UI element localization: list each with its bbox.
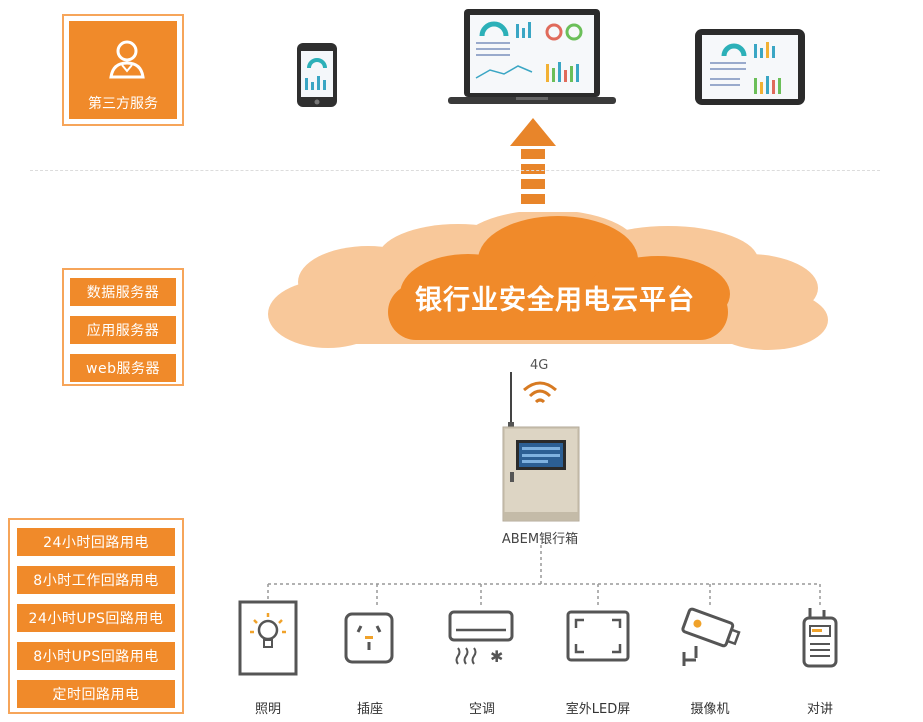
socket-icon: [344, 612, 394, 664]
camera-icon: [681, 607, 741, 666]
network-label: 4G: [530, 358, 549, 373]
third-party-panel: 第三方服务: [62, 14, 184, 126]
device-label-led: 室外LED屏: [565, 702, 631, 717]
svg-text:✱: ✱: [490, 647, 503, 666]
device-label-intercom: 对讲: [806, 702, 833, 717]
server-data: 数据服务器: [70, 278, 176, 306]
device-label-ac: 空调: [468, 702, 495, 717]
up-arrow-icon: [510, 118, 556, 204]
circuit-item: 24小时UPS回路用电: [17, 604, 175, 632]
third-party-label: 第三方服务: [88, 96, 158, 112]
ac-icon: ✱: [448, 610, 514, 666]
device-label-lighting: 照明: [254, 702, 281, 717]
tablet-device: [695, 29, 805, 105]
servers-panel: 数据服务器 应用服务器 web服务器: [62, 268, 184, 386]
circuit-item: 定时回路用电: [17, 680, 175, 708]
device-label-camera: 摄像机: [690, 702, 730, 717]
laptop-device: [448, 9, 616, 104]
circuits-panel: 24小时回路用电 8小时工作回路用电 24小时UPS回路用电 8小时UPS回路用…: [8, 518, 184, 714]
circuit-item: 24小时回路用电: [17, 528, 175, 556]
circuit-item: 8小时工作回路用电: [17, 566, 175, 594]
cloud-shape: [268, 212, 828, 350]
walkie-talkie-icon: [802, 608, 838, 668]
section-divider: [30, 170, 880, 171]
user-icon: [109, 40, 145, 79]
antenna-icon: [508, 372, 514, 430]
led-screen-icon: [566, 610, 630, 662]
wifi-icon: [523, 381, 557, 404]
server-app: 应用服务器: [70, 316, 176, 344]
device-label-socket: 插座: [356, 702, 383, 717]
bulb-icon: [238, 600, 298, 676]
abem-cabinet: [502, 426, 580, 522]
phone-device: [297, 43, 337, 107]
third-party-box: 第三方服务: [69, 21, 177, 119]
abem-box-label: ABEM银行箱: [501, 532, 579, 547]
server-web: web服务器: [70, 354, 176, 382]
circuit-item: 8小时UPS回路用电: [17, 642, 175, 670]
cloud-title: 银行业安全用电云平台: [415, 285, 695, 316]
